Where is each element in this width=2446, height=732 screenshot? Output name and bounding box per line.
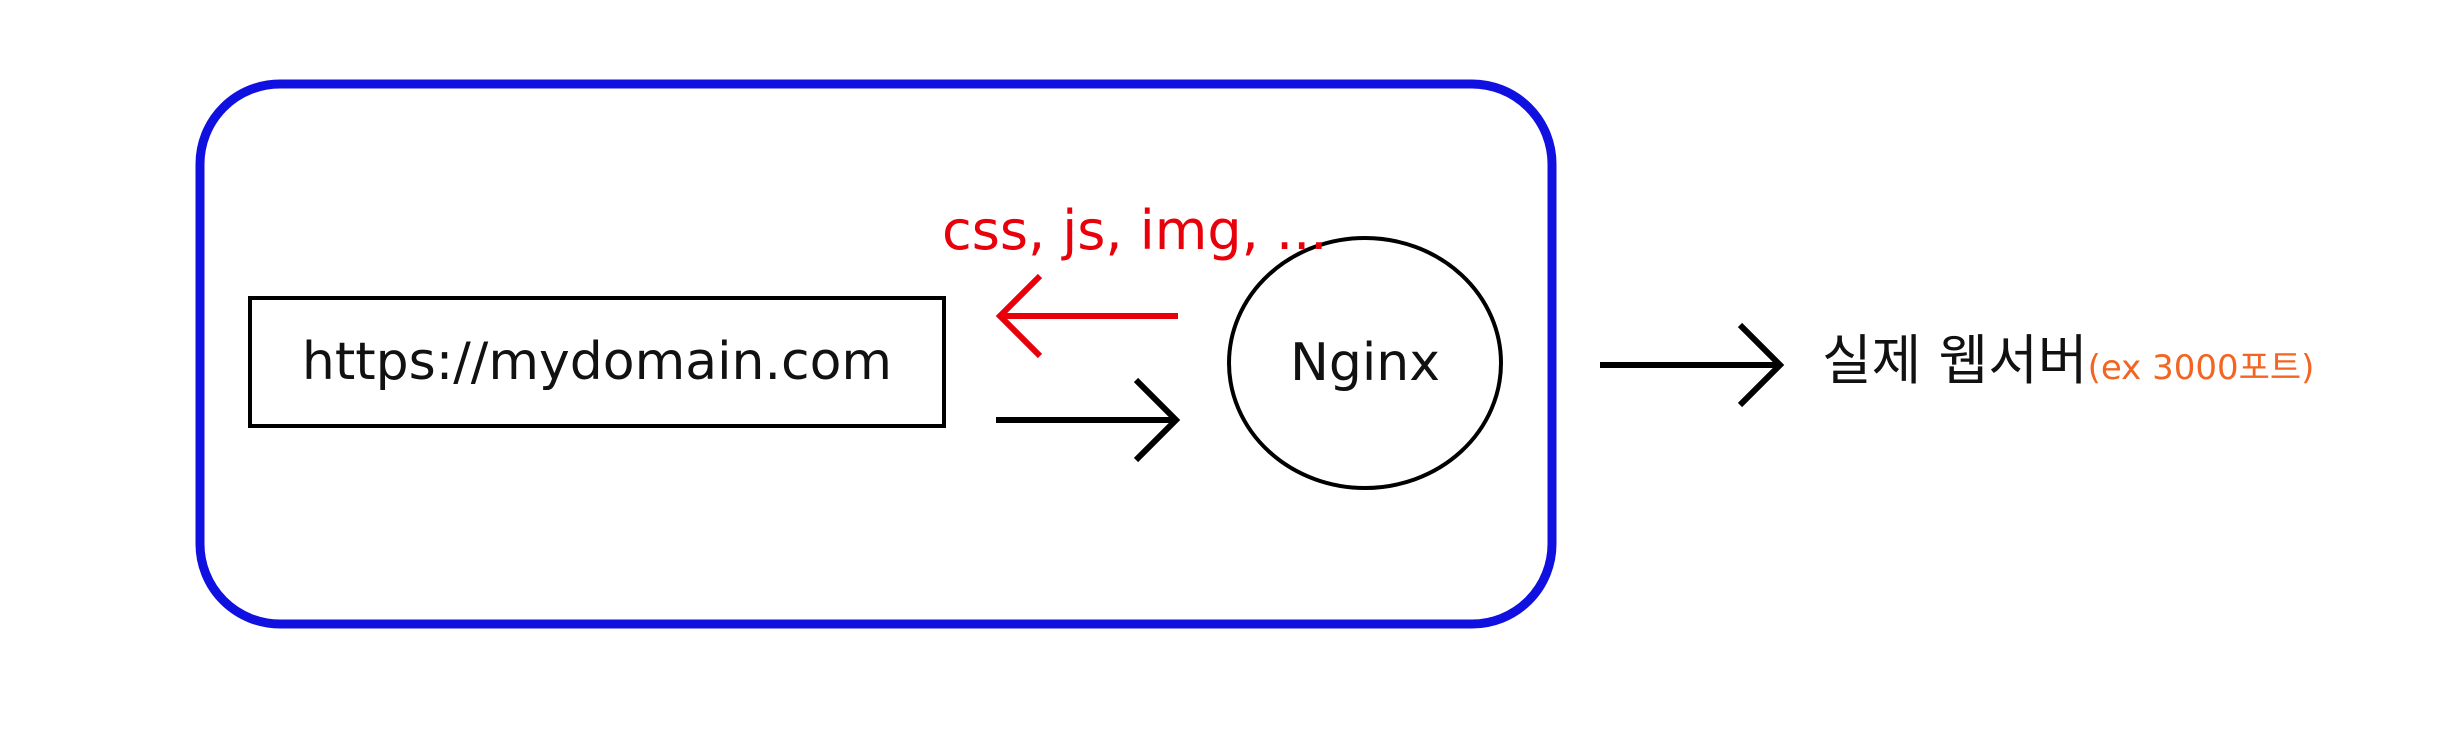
static-arrow bbox=[995, 273, 1178, 359]
static-assets-label: css, js, img, ... bbox=[942, 199, 1328, 262]
web-server-port-note: (ex 3000포트) bbox=[2087, 348, 2315, 388]
web-server-label: 실제 웹서버 (ex 3000포트) bbox=[1822, 334, 2314, 388]
nginx-label: Nginx bbox=[1230, 238, 1500, 488]
proxy-arrow bbox=[1600, 322, 1785, 408]
client-box bbox=[248, 296, 946, 428]
nginx-node bbox=[1227, 236, 1503, 490]
container-box bbox=[195, 79, 1557, 629]
client-label-text: https://mydomain.com bbox=[301, 332, 893, 392]
request-arrow bbox=[996, 377, 1181, 463]
client-label: https://mydomain.com bbox=[250, 298, 944, 426]
web-server-title: 실제 웹서버 bbox=[1822, 329, 2088, 392]
nginx-label-text: Nginx bbox=[1289, 333, 1441, 393]
